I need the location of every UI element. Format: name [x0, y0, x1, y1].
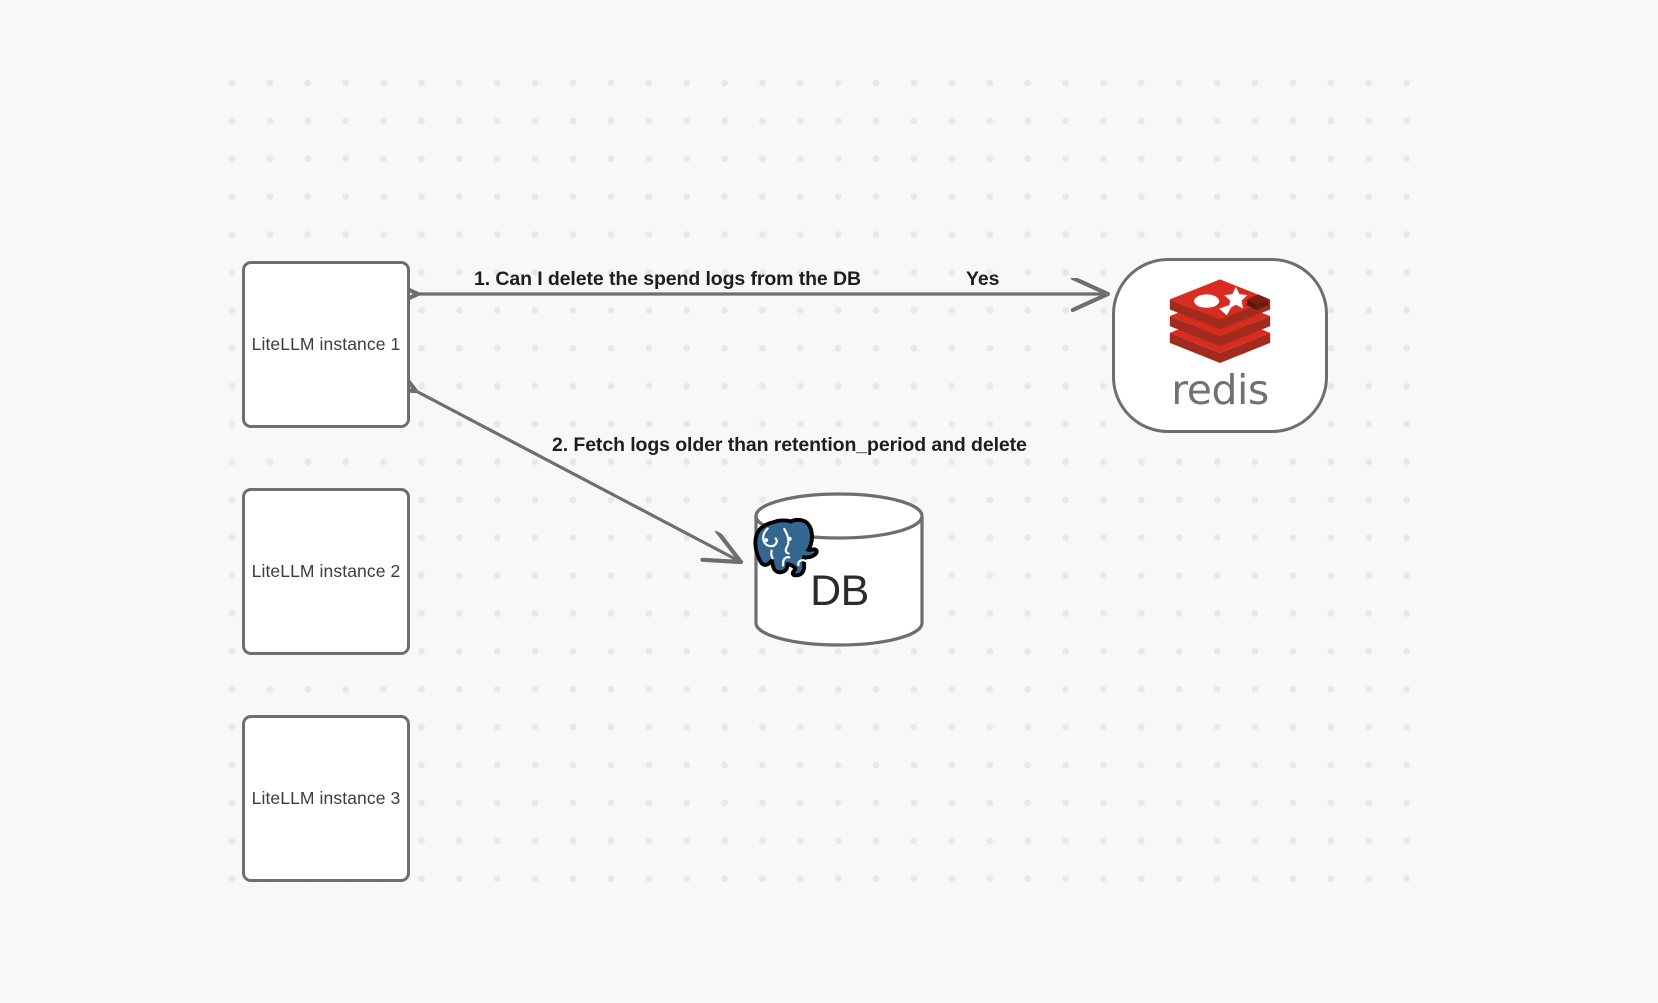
node-litellm-instance-2-label: LiteLLM instance 2 [251, 561, 401, 581]
database-label: DB [810, 567, 869, 615]
postgresql-elephant-icon [753, 517, 819, 578]
node-litellm-instance-3[interactable]: LiteLLM instance 3 [242, 715, 410, 882]
node-litellm-instance-2[interactable]: LiteLLM instance 2 [242, 488, 410, 655]
node-litellm-instance-3-label: LiteLLM instance 3 [251, 788, 401, 808]
node-redis[interactable]: redis [1112, 258, 1328, 433]
edge-label-yes: Yes [966, 268, 1000, 290]
edge-label-step-1: 1. Can I delete the spend logs from the … [474, 268, 861, 290]
node-litellm-instance-1[interactable]: LiteLLM instance 1 [242, 261, 410, 428]
node-database[interactable]: DB [753, 492, 925, 647]
edge-litellm1-db [416, 391, 741, 562]
edge-label-step-2: 2. Fetch logs older than retention_perio… [552, 434, 1027, 456]
redis-wordmark: redis [1171, 366, 1269, 414]
node-litellm-instance-1-label: LiteLLM instance 1 [251, 334, 401, 354]
redis-logo-icon [1169, 279, 1271, 363]
